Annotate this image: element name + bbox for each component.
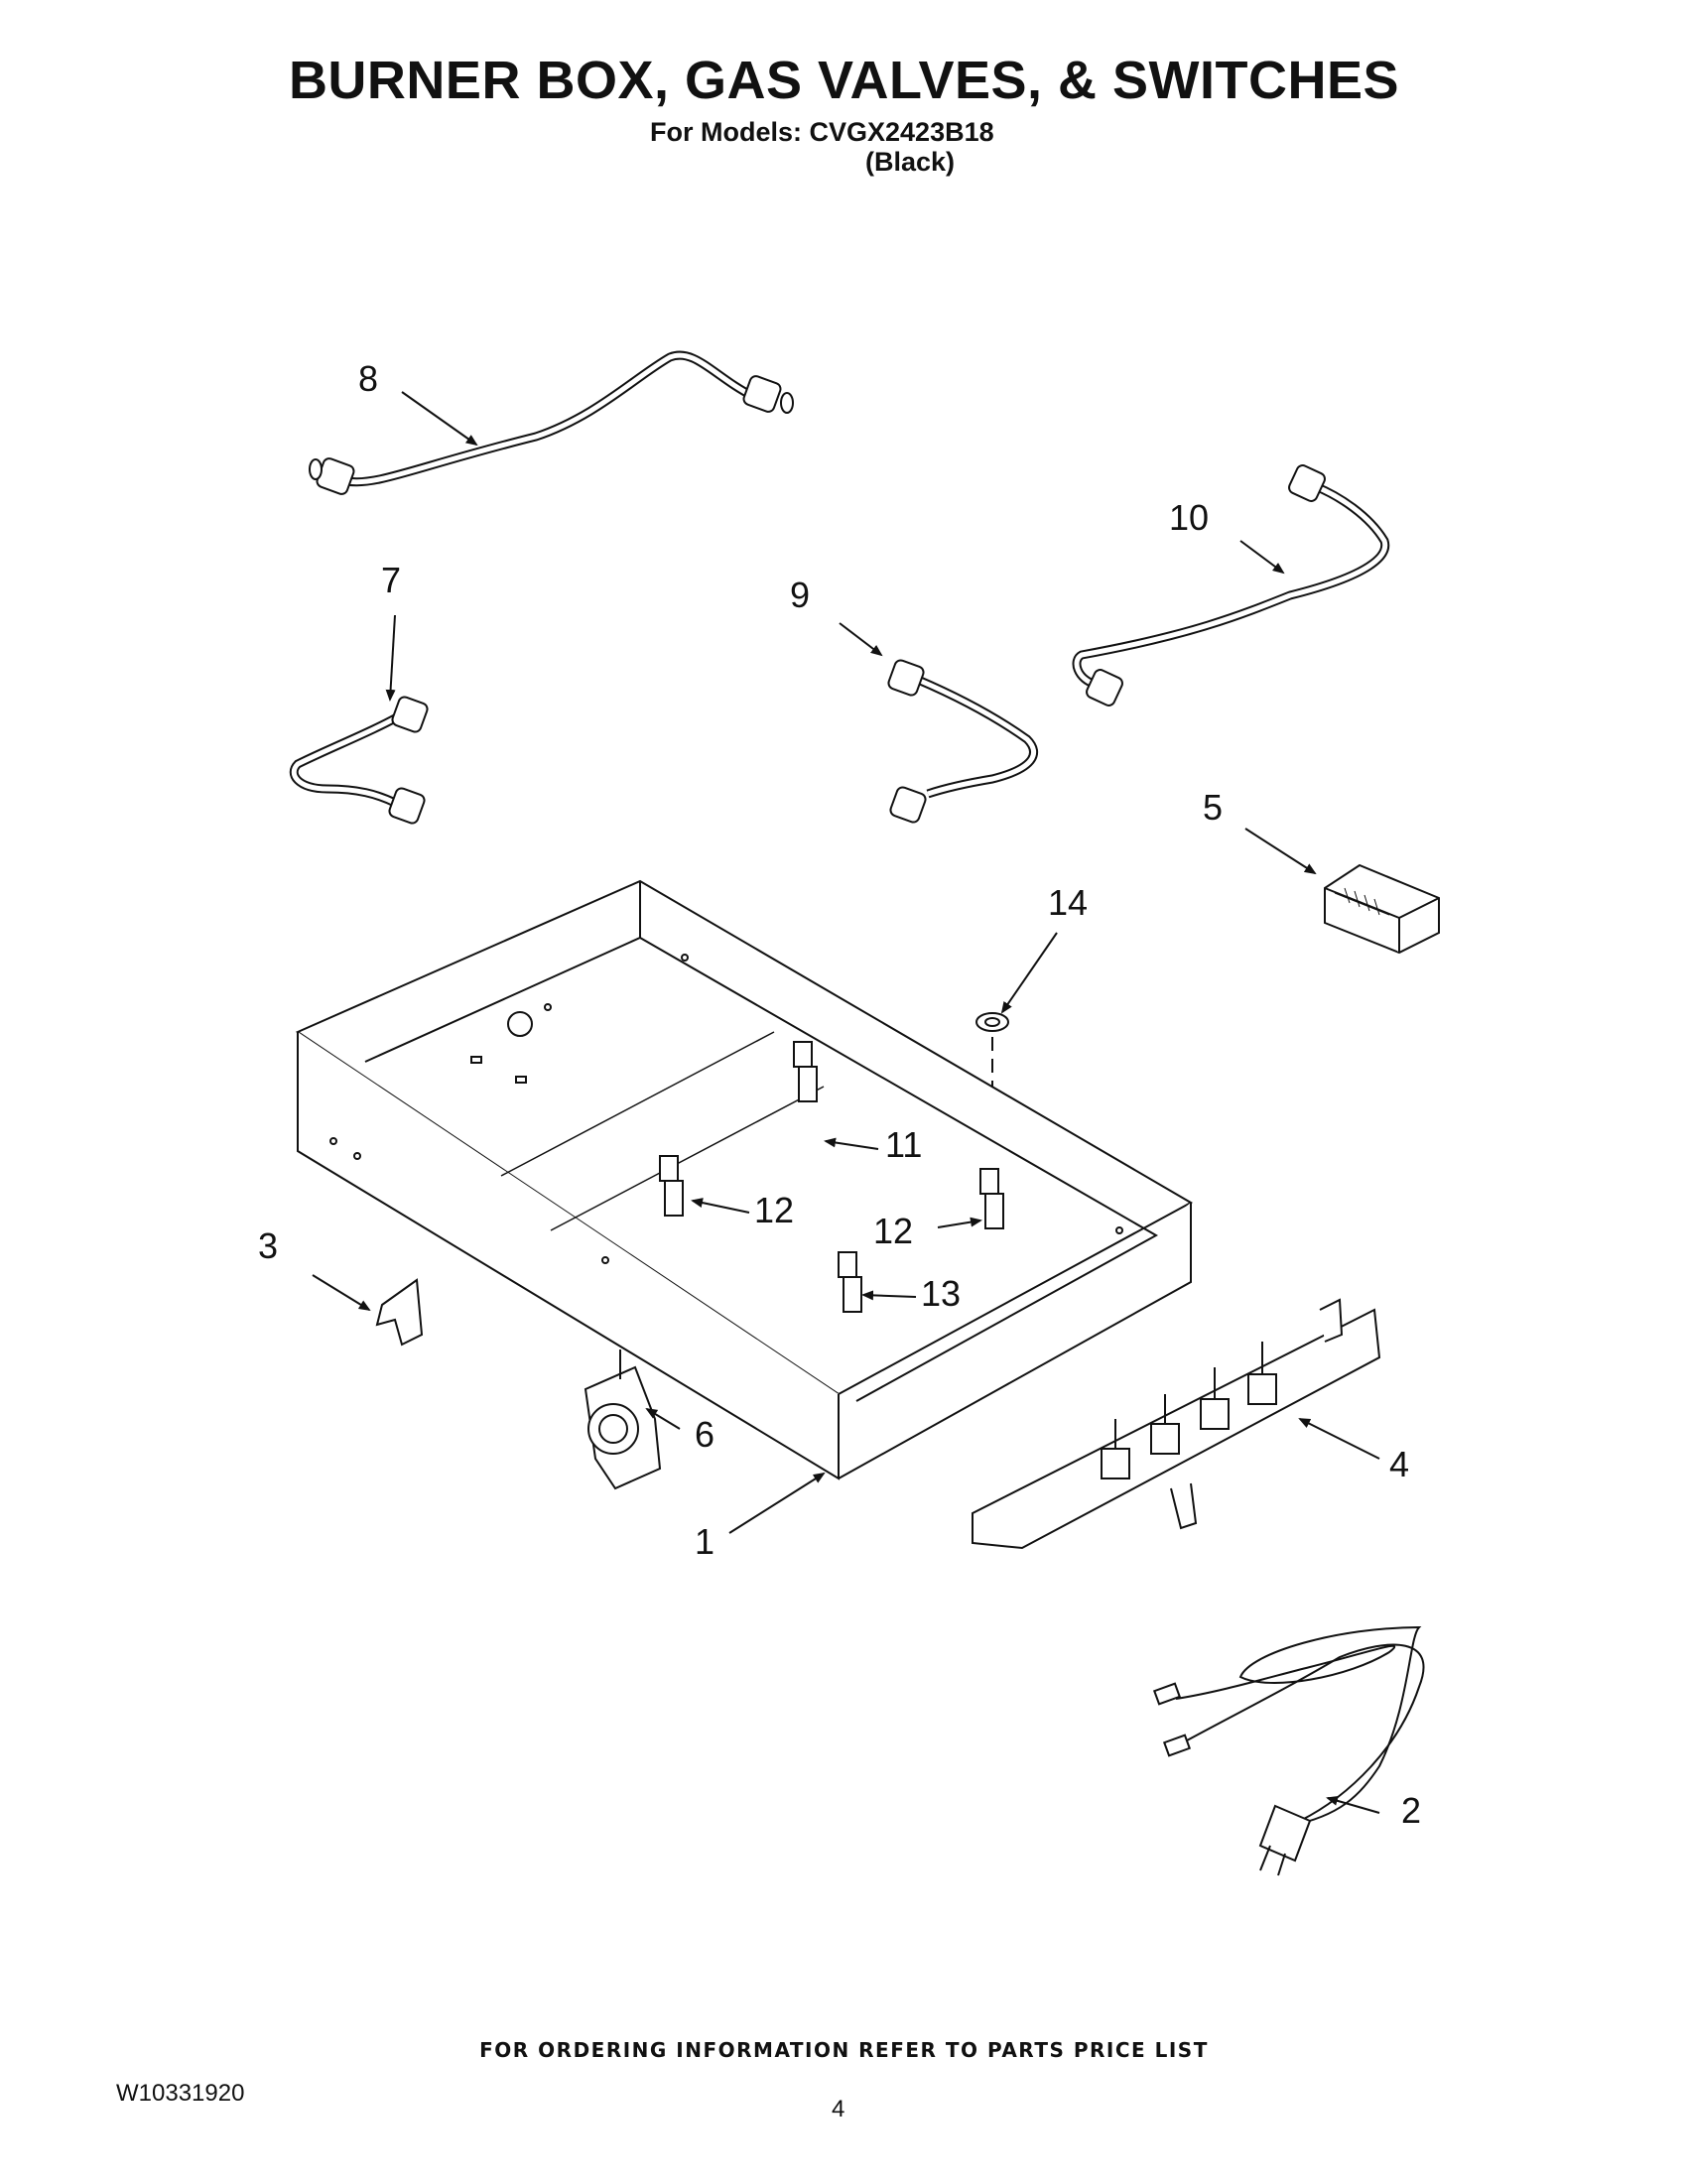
power-cord-2	[1152, 1625, 1425, 1876]
bracket-3	[375, 1278, 424, 1347]
models-line: For Models: CVGX2423B18	[650, 117, 994, 147]
callout-5: 5	[1203, 787, 1223, 828]
callout-2: 2	[1401, 1790, 1421, 1831]
burner-box-1	[295, 879, 1194, 1480]
burner-orifice-12-right	[979, 1168, 1004, 1229]
gas-tube-9	[887, 659, 1038, 824]
document-number: W10331920	[116, 2080, 245, 2107]
page-number: 4	[832, 2096, 845, 2122]
callout-9: 9	[790, 575, 810, 615]
burner-orifice-11	[793, 1041, 818, 1102]
callout-14: 14	[1048, 882, 1088, 923]
gas-valve-6	[584, 1349, 662, 1490]
callout-6: 6	[695, 1414, 714, 1455]
burner-orifice-13	[838, 1251, 862, 1313]
callout-10: 10	[1169, 497, 1209, 538]
callout-13: 13	[921, 1273, 961, 1314]
burner-orifice-12-left	[659, 1155, 684, 1217]
gas-tube-7	[289, 696, 429, 825]
gas-tube-10	[1072, 464, 1390, 707]
page-title: BURNER BOX, GAS VALVES, & SWITCHES	[288, 51, 1400, 110]
callout-12-right: 12	[873, 1211, 913, 1251]
hex-nut-14	[975, 1012, 1009, 1032]
leader-arrows	[312, 391, 1380, 1814]
valve-manifold-4	[972, 1298, 1381, 1550]
callout-1: 1	[695, 1521, 714, 1562]
callout-11: 11	[885, 1124, 922, 1165]
callout-8: 8	[358, 358, 378, 399]
callout-12-left: 12	[754, 1190, 794, 1230]
model-variant: (Black)	[865, 147, 956, 177]
gas-tube-8	[309, 350, 794, 495]
callout-7: 7	[381, 560, 401, 600]
callout-4: 4	[1389, 1444, 1409, 1484]
igniter-switch-block-5	[1324, 863, 1440, 955]
ordering-note: FOR ORDERING INFORMATION REFER TO PARTS …	[479, 2038, 1209, 2062]
callout-3: 3	[258, 1225, 278, 1266]
